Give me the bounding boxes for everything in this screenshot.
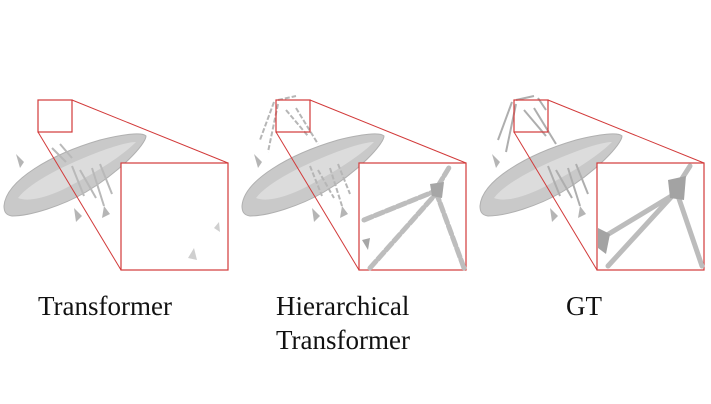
zoom-content (188, 222, 220, 260)
fin-lower (74, 208, 82, 222)
zoom-connector-bottom (513, 131, 598, 271)
zoom-source-box (275, 99, 311, 133)
rigging-struts (51, 143, 113, 207)
zoom-source-box (37, 99, 73, 133)
tail-fin (254, 154, 262, 168)
fin-lower (550, 208, 558, 222)
zoom-target-box (120, 162, 229, 271)
blimp-highlight (494, 142, 612, 200)
zoom-connector-top (547, 99, 705, 164)
mesh-render-hierarchical (241, 95, 467, 271)
fin-mid (102, 206, 110, 218)
blimp-highlight (256, 142, 374, 200)
rigging-struts (497, 95, 589, 207)
fin-lower (312, 208, 320, 222)
zoom-joint (598, 176, 686, 254)
figure-panel-hierarchical (238, 88, 474, 278)
caption-transformer: Transformer (38, 291, 172, 321)
zoom-connector-bottom (37, 131, 122, 271)
caption-gt: GT (566, 291, 602, 321)
zoom-connector-top (71, 99, 229, 164)
zoom-connector-bottom (275, 131, 360, 271)
caption-hierarchical-line2: Transformer (276, 325, 410, 355)
mesh-render-transformer (3, 99, 229, 271)
zoom-connector-top (309, 99, 467, 164)
mesh-render-gt (479, 95, 705, 271)
zoom-source-box (513, 99, 549, 133)
caption-hierarchical-line1: Hierarchical (276, 291, 410, 321)
zoom-joint (362, 182, 444, 250)
blimp-highlight (18, 142, 136, 200)
tail-fin (492, 154, 500, 168)
figure-panel-transformer (0, 88, 236, 278)
fin-mid (340, 206, 348, 218)
fin-mid (578, 206, 586, 218)
figure-panel-gt (476, 88, 711, 278)
tail-fin (16, 154, 24, 168)
